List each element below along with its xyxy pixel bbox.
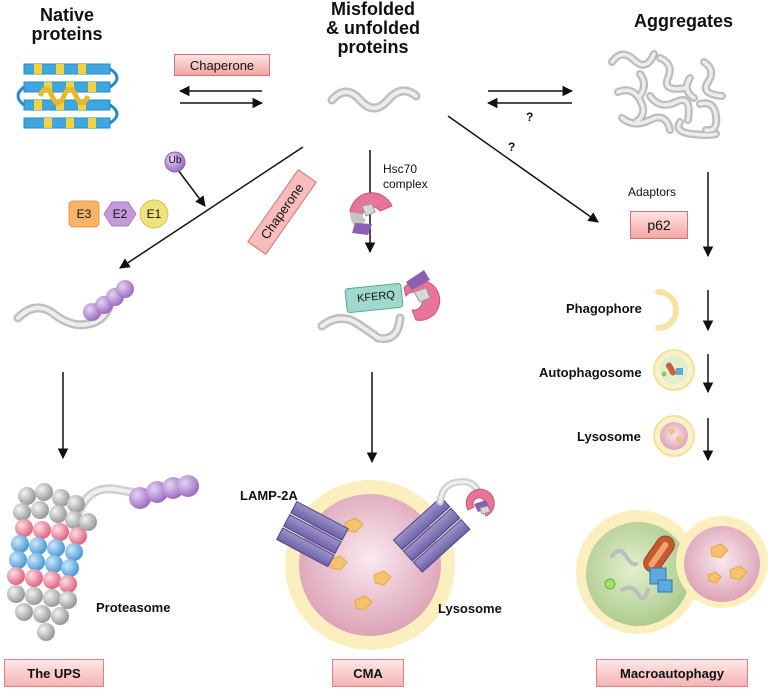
e2-icon bbox=[103, 201, 137, 227]
kferq-motif bbox=[344, 282, 404, 314]
ub-label: Ub bbox=[168, 155, 182, 166]
lysosome-small-icon bbox=[653, 415, 695, 457]
question-mark-1: ? bbox=[526, 110, 534, 124]
header-native-line2: proteins bbox=[31, 24, 103, 44]
header-misfolded-line2: & unfolded bbox=[326, 18, 420, 38]
header-native-line1: Native bbox=[39, 5, 95, 25]
e3-icon bbox=[68, 200, 100, 228]
p62-box: p62 bbox=[630, 211, 688, 239]
proteasome-label: Proteasome bbox=[96, 600, 171, 615]
lysosome-small-label: Lysosome bbox=[577, 429, 641, 444]
hsc70-label: Hsc70 complex bbox=[383, 162, 428, 192]
e3-label: E3 bbox=[76, 207, 92, 221]
lysosome-cma-label: Lysosome bbox=[438, 601, 502, 616]
chaperone-box-top: Chaperone bbox=[174, 54, 270, 76]
hsc70-line2: complex bbox=[383, 177, 428, 191]
hsc70-line1: Hsc70 bbox=[383, 162, 418, 176]
pathway-cma: CMA bbox=[332, 659, 404, 687]
proteasome-icon bbox=[7, 475, 199, 641]
chaperone-diag-box bbox=[247, 168, 317, 256]
pathway-macroautophagy: Macroautophagy bbox=[596, 659, 748, 687]
autophagosome-icon bbox=[653, 349, 695, 391]
ubiquitin-icon bbox=[164, 151, 186, 173]
header-misfolded: Misfolded & unfolded proteins bbox=[318, 0, 428, 57]
lamp2a-label: LAMP-2A bbox=[240, 488, 298, 503]
header-native: Native proteins bbox=[24, 6, 110, 44]
autophagosome-label: Autophagosome bbox=[539, 365, 642, 380]
macroautophagy-icon bbox=[576, 510, 768, 634]
e2-label: E2 bbox=[112, 207, 128, 221]
aggregates-icon bbox=[608, 50, 726, 139]
hsc70-bound-icon bbox=[403, 270, 441, 321]
e1-label: E1 bbox=[146, 207, 162, 221]
phagophore-icon bbox=[655, 289, 679, 331]
header-misfolded-line1: Misfolded bbox=[331, 0, 415, 19]
header-misfolded-line3: proteins bbox=[337, 37, 409, 57]
question-mark-2: ? bbox=[508, 140, 516, 154]
hsc70-icon bbox=[349, 192, 393, 235]
native-protein-icon bbox=[16, 63, 119, 129]
header-aggregates: Aggregates bbox=[634, 11, 734, 31]
cma-lysosome-icon bbox=[275, 478, 495, 650]
phagophore-label: Phagophore bbox=[566, 301, 642, 316]
ubiquitin-chain-icon bbox=[83, 280, 134, 321]
e1-icon bbox=[139, 199, 169, 229]
adaptors-label: Adaptors bbox=[628, 185, 677, 199]
pathway-ups: The UPS bbox=[4, 659, 104, 687]
